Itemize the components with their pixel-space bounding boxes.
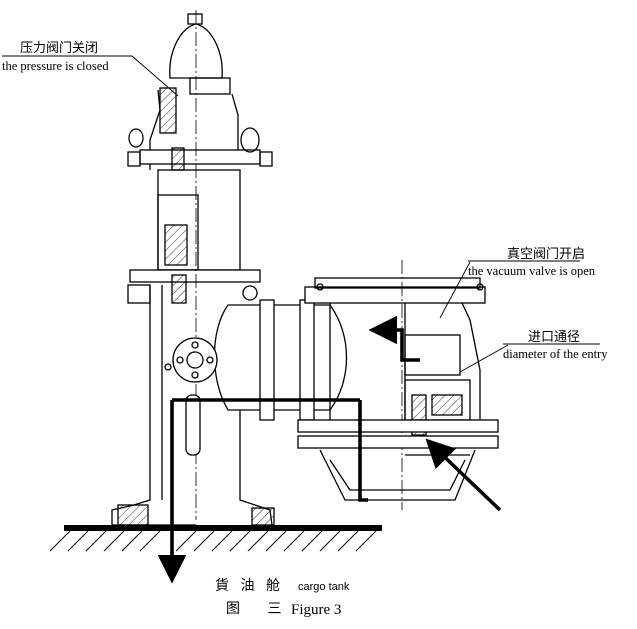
entry-diameter-label-en: diameter of the entry — [503, 347, 608, 361]
pressure-valve-label-en: the pressure is closed — [2, 59, 109, 73]
vacuum-valve-label-cn: 真空阀门开启 — [507, 246, 586, 261]
pressure-valve-label-cn: 压力阀门关闭 — [20, 40, 99, 55]
flow-path — [157, 315, 502, 584]
pressure-valve-body — [111, 13, 275, 526]
cargo-tank-label-en: cargo tank — [298, 581, 350, 593]
figure-caption-cn: 图 三 — [226, 602, 294, 617]
connecting-bulb — [213, 299, 348, 421]
entry-diameter-label-cn: 进口通径 — [528, 329, 581, 344]
leader-lines — [2, 55, 600, 373]
handwheel — [164, 337, 218, 456]
deck-ground — [49, 525, 382, 552]
vacuum-valve-label-en: the vacuum valve is open — [468, 264, 596, 278]
cargo-tank-label-cn: 貨 油 舱 — [215, 579, 284, 594]
figure-caption-en: Figure 3 — [291, 602, 342, 618]
